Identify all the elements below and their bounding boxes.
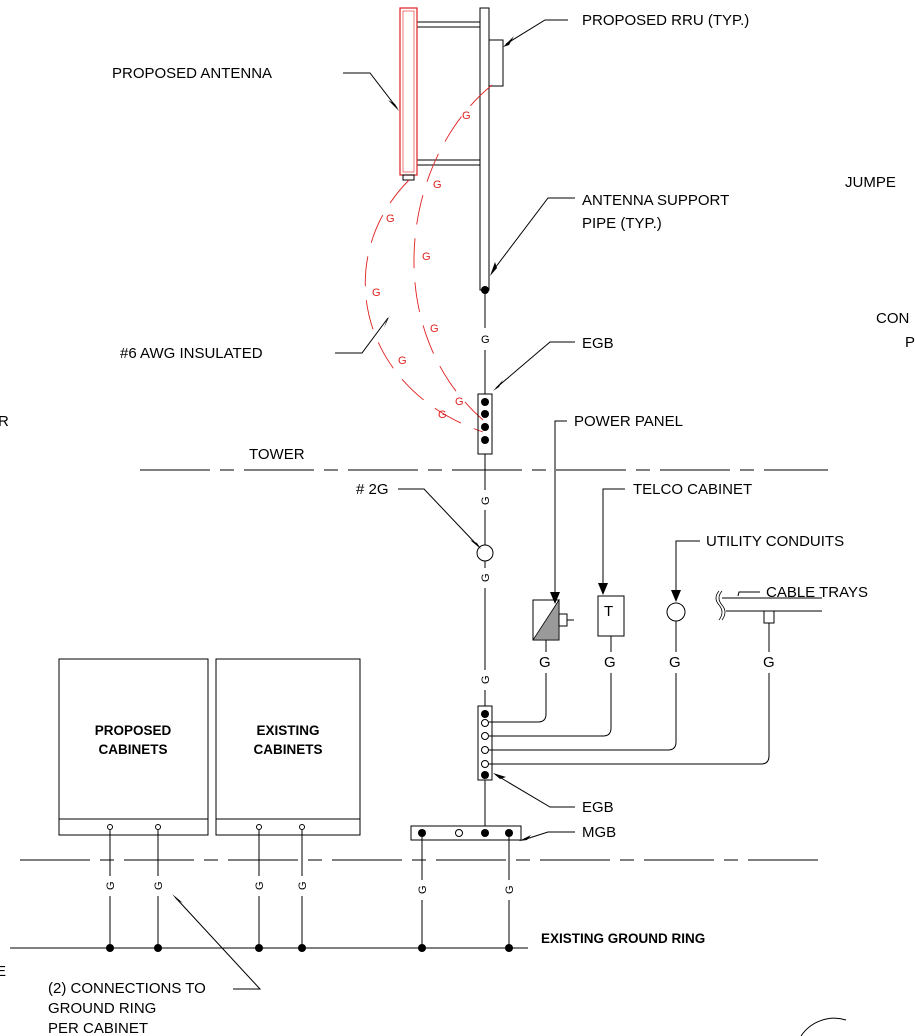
svg-text:G: G [433, 179, 442, 191]
label-cut-con: CON [876, 310, 909, 327]
detail-callout-arc [800, 1017, 847, 1036]
ground-mark: G [481, 334, 490, 346]
pipe-bond-conductor: G [481, 286, 490, 394]
svg-text:G: G [462, 110, 471, 122]
svg-text:G: G [254, 881, 266, 890]
egb-equipment-bar [477, 705, 493, 826]
telco-cabinet-symbol: T G [489, 595, 625, 737]
svg-text:G: G [539, 654, 551, 671]
svg-text:G: G [480, 675, 492, 684]
label-egb-bottom: EGB [582, 799, 614, 816]
svg-text:G: G [422, 251, 431, 263]
svg-text:G: G [105, 881, 117, 890]
label-tower: TOWER [249, 446, 305, 463]
label-2g: # 2G [356, 481, 389, 498]
label-antenna-support-1: ANTENNA SUPPORT [582, 192, 729, 209]
svg-text:G: G [430, 323, 439, 335]
svg-text:G: G [372, 287, 381, 299]
telco-symbol-text: T [604, 603, 613, 620]
label-existing-ground-ring: EXISTING GROUND RING [541, 931, 705, 946]
label-telco-cabinet: TELCO CABINET [633, 481, 752, 498]
svg-text:G: G [153, 881, 165, 890]
label-cable-trays: CABLE TRAYS [766, 584, 868, 601]
svg-text:G: G [386, 213, 395, 225]
proposed-antenna-panel [399, 7, 418, 181]
svg-text:G: G [669, 654, 681, 671]
ground-ring-leads: G G G G G G [105, 830, 516, 952]
main-down-conductor: G G G [476, 454, 494, 706]
proposed-rru [488, 39, 504, 87]
egb-tower-bar [477, 393, 493, 455]
label-connections-2: GROUND RING [48, 1000, 156, 1017]
label-mgb: MGB [582, 824, 616, 841]
label-proposed-antenna: PROPOSED ANTENNA [112, 65, 272, 82]
leader-lines [172, 19, 760, 990]
label-cut-e: E [0, 963, 6, 980]
svg-text:G: G [398, 355, 407, 367]
svg-text:G: G [763, 654, 775, 671]
label-connections-1: (2) CONNECTIONS TO [48, 980, 206, 997]
cable-tray-symbol: G [489, 590, 822, 765]
utility-conduit-symbol: G [489, 602, 686, 751]
svg-text:G: G [604, 654, 616, 671]
svg-text:G: G [480, 573, 492, 582]
label-cut-r: R [0, 413, 9, 430]
antenna-support-pipe [479, 7, 490, 291]
label-utility-conduits: UTILITY CONDUITS [706, 533, 844, 550]
label-proposed-cabinets-2: CABINETS [98, 742, 167, 757]
svg-text:G: G [438, 409, 447, 421]
label-proposed-rru: PROPOSED RRU (TYP.) [582, 12, 749, 29]
mount-arms [417, 21, 480, 166]
svg-text:G: G [297, 881, 309, 890]
label-awg-insulated: #6 AWG INSULATED [120, 345, 263, 362]
label-existing-cabinets-2: CABINETS [253, 742, 322, 757]
existing-cabinets-box [215, 658, 361, 836]
proposed-cabinets-box [58, 658, 209, 836]
antenna-ground-jumpers: G G G G G G G G G [364, 84, 493, 433]
svg-text:G: G [504, 885, 516, 894]
label-existing-cabinets-1: EXISTING [256, 723, 319, 738]
label-cut-p: P [905, 334, 915, 351]
svg-text:G: G [417, 885, 429, 894]
power-panel-symbol: G [489, 598, 574, 723]
label-egb-top: EGB [582, 335, 614, 352]
svg-text:G: G [480, 496, 492, 505]
mgb-master-ground-bar [410, 825, 522, 841]
label-connections-3: PER CABINET [48, 1020, 148, 1036]
label-power-panel: POWER PANEL [574, 413, 683, 430]
label-proposed-cabinets-1: PROPOSED [95, 723, 172, 738]
label-antenna-support-2: PIPE (TYP.) [582, 215, 662, 232]
svg-text:G: G [455, 396, 464, 408]
label-cut-jumper: JUMPE [845, 174, 896, 191]
